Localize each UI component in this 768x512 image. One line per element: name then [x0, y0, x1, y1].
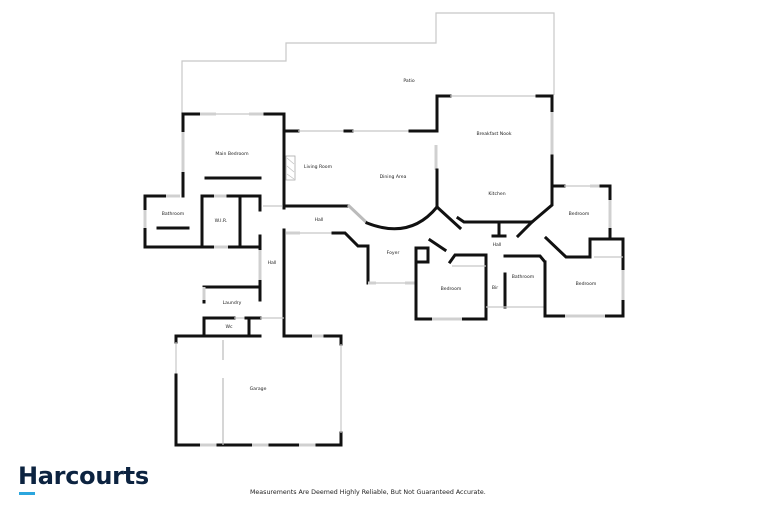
room-label-kitchen: Kitchen [488, 191, 505, 197]
room-label-bedroom-4: Bedroom [576, 281, 597, 287]
room-label-hall-right: Hall [493, 242, 502, 248]
room-label-breakfast-nook: Breakfast Nook [476, 131, 511, 137]
room-label-living-room: Living Room [304, 164, 333, 170]
main-bedroom-walls [181, 112, 286, 210]
room-label-bathroom-2: Bathroom [512, 274, 535, 280]
kitchen-walls [434, 94, 554, 239]
room-label-wc: Wc [225, 324, 233, 330]
bathroom-wir-walls [143, 192, 262, 249]
living-dining-walls [282, 94, 440, 231]
room-label-foyer: Foyer [387, 250, 400, 256]
room-label-dining-area: Dining Area [380, 174, 407, 180]
harcourts-logo: Harcourts [18, 462, 149, 490]
bedroom-2-walls [414, 246, 488, 321]
foyer-walls [368, 237, 448, 285]
room-label-bedroom-2: Bedroom [441, 286, 462, 292]
room-label-bedroom-3: Bedroom [569, 211, 590, 217]
hall-walls [258, 205, 370, 337]
room-label-laundry: Laundry [223, 300, 242, 306]
room-label-main-bedroom: Main Bedroom [215, 151, 249, 157]
room-label-bathroom: Bathroom [162, 211, 185, 217]
laundry-wc-walls [202, 285, 284, 338]
logo-accent-bar [19, 492, 35, 495]
bir-bathroom-walls [486, 254, 547, 309]
garage-walls [174, 333, 343, 447]
room-label-wir: W.I.R. [215, 218, 228, 224]
room-label-patio: Patio [403, 78, 414, 84]
bedroom-3-4-walls [543, 184, 625, 318]
room-label-hall-upper: Hall [315, 217, 324, 223]
room-label-bir: Bir [492, 285, 498, 291]
room-label-hall-left: Hall [268, 260, 277, 266]
patio-outline [181, 12, 555, 114]
disclaimer-text: Measurements Are Deemed Highly Reliable,… [250, 489, 486, 496]
room-label-garage: Garage [250, 386, 267, 392]
